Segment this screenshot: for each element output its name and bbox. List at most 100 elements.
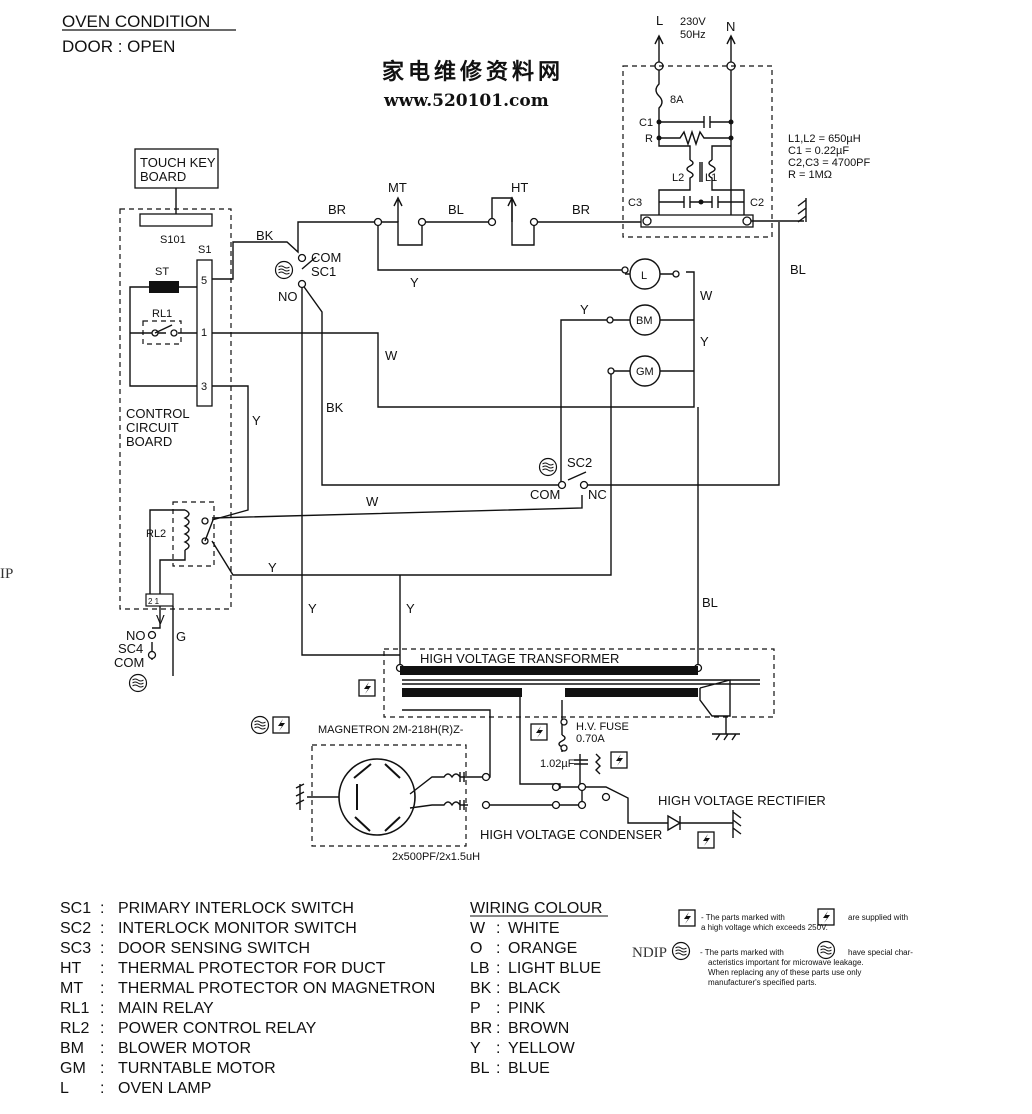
blower-motor-label: BM xyxy=(636,315,653,327)
sc1-no xyxy=(297,279,307,289)
board-internal-wiring xyxy=(129,286,197,387)
sc4-com-label: COM xyxy=(114,655,144,670)
legend-colon: : xyxy=(496,1040,500,1057)
pin-3: 3 xyxy=(201,381,207,393)
ht-label: HT xyxy=(511,180,528,195)
legend-desc: DOOR SENSING SWITCH xyxy=(118,940,310,957)
rl1-blade xyxy=(154,324,173,334)
sc2-nc xyxy=(579,480,589,490)
c3-label: C3 xyxy=(628,197,642,209)
hvt-windings xyxy=(402,679,760,717)
sc1-no-wiring xyxy=(301,283,562,486)
legend-colon: : xyxy=(100,1020,104,1037)
gm-terminal xyxy=(607,367,615,375)
rectifier-label: HIGH VOLTAGE RECTIFIER xyxy=(658,793,826,808)
sc1-label: SC1 xyxy=(311,264,336,279)
hv-capacitor xyxy=(574,753,601,787)
sp-note-4: When replacing any of these parts use on… xyxy=(708,968,861,977)
special-part-icon xyxy=(538,457,558,477)
legend-code: SC1 xyxy=(60,900,91,917)
fuse-terminal xyxy=(560,744,568,752)
legend-colon: : xyxy=(496,940,500,957)
filter-out-l xyxy=(642,216,652,226)
legend-code: BM xyxy=(60,1040,84,1057)
colour-code: BR xyxy=(470,1020,492,1037)
hvt-label: HIGH VOLTAGE TRANSFORMER xyxy=(420,651,619,666)
junction xyxy=(656,135,662,141)
s101-label: S101 xyxy=(160,234,186,246)
wire-y: Y xyxy=(268,560,277,575)
legend-colon: : xyxy=(100,1080,104,1097)
legend-code: GM xyxy=(60,1060,86,1077)
oven-condition-title: OVEN CONDITION xyxy=(62,12,210,31)
r-label: R xyxy=(645,133,653,145)
wire-br: BR xyxy=(328,202,346,217)
control-board-box xyxy=(119,208,232,610)
sc1-blade xyxy=(301,256,317,270)
s1-label: S1 xyxy=(198,244,211,256)
ht-terminal xyxy=(487,217,497,227)
door-state-label: DOOR : OPEN xyxy=(62,37,175,56)
junction xyxy=(728,119,734,125)
special-part-icon xyxy=(671,941,691,961)
ground-icon xyxy=(732,810,742,838)
st-label: ST xyxy=(155,266,169,278)
legend-colon: : xyxy=(496,1000,500,1017)
edge-text-fragment: IP xyxy=(0,566,13,582)
junction xyxy=(728,135,734,141)
colour-code: O xyxy=(470,940,482,957)
wire-g: G xyxy=(176,629,186,644)
hv-terminal xyxy=(551,782,561,792)
magnetron-vanes xyxy=(353,763,401,832)
filter-spec-4: R = 1MΩ xyxy=(788,169,832,181)
wire-y: Y xyxy=(700,334,709,349)
sc2-blade xyxy=(567,471,587,481)
magnetron-terminal xyxy=(481,772,491,782)
sc4-no xyxy=(147,630,157,640)
magnetron-icon xyxy=(338,758,416,836)
rl2-box xyxy=(172,501,215,567)
c1-label: C1 xyxy=(639,117,653,129)
sc1-com xyxy=(297,253,307,263)
wire-bl: BL xyxy=(790,262,806,277)
hv-cap-label: 1.02µF xyxy=(540,758,575,770)
legend-desc: THERMAL PROTECTOR FOR DUCT xyxy=(118,960,386,977)
legend-colon: : xyxy=(100,1000,104,1017)
legend-code: MT xyxy=(60,980,83,997)
ccb-label-1: CONTROL xyxy=(126,406,190,421)
colour-name: ORANGE xyxy=(508,940,577,957)
sc2-label: SC2 xyxy=(567,455,592,470)
supply-arrows xyxy=(654,34,736,62)
rl1-label: RL1 xyxy=(152,308,172,320)
hv-terminal xyxy=(577,782,587,792)
watermark-url: www.520101.com xyxy=(383,91,549,111)
mt-label: MT xyxy=(388,180,407,195)
pin-1: 1 xyxy=(201,327,207,339)
fuse-terminal xyxy=(560,718,568,726)
turntable-motor-label: GM xyxy=(636,366,654,378)
sc2-com-label: COM xyxy=(530,487,560,502)
hvt-secondary-core xyxy=(565,688,698,697)
load-wiring xyxy=(610,273,686,372)
fuse-rating: 8A xyxy=(670,94,684,106)
legend-colon: : xyxy=(100,920,104,937)
wire-y: Y xyxy=(252,413,261,428)
abbreviation-legend: SC1 : PRIMARY INTERLOCK SWITCH SC2 : INT… xyxy=(60,900,435,1097)
magnetron-choke xyxy=(409,772,468,810)
high-voltage-icon xyxy=(610,751,628,769)
filter-spec-2: C1 = 0.22µF xyxy=(788,145,849,157)
blue-return xyxy=(588,222,780,486)
special-part-icon xyxy=(250,715,270,735)
wire-w: W xyxy=(385,348,398,363)
legend-desc: POWER CONTROL RELAY xyxy=(118,1020,317,1037)
rl2-contact xyxy=(201,517,209,525)
rl2-blade xyxy=(204,519,214,542)
mt-terminal xyxy=(417,217,427,227)
legend-colon: : xyxy=(496,980,500,997)
sc1-no-label: NO xyxy=(278,289,298,304)
sp-note-5: manufacturer's specified parts. xyxy=(708,978,817,987)
high-voltage-icon xyxy=(697,831,715,849)
wire-bk: BK xyxy=(256,228,274,243)
hv-fuse-value: 0.70A xyxy=(576,733,605,745)
legend-code: RL1 xyxy=(60,1000,89,1017)
